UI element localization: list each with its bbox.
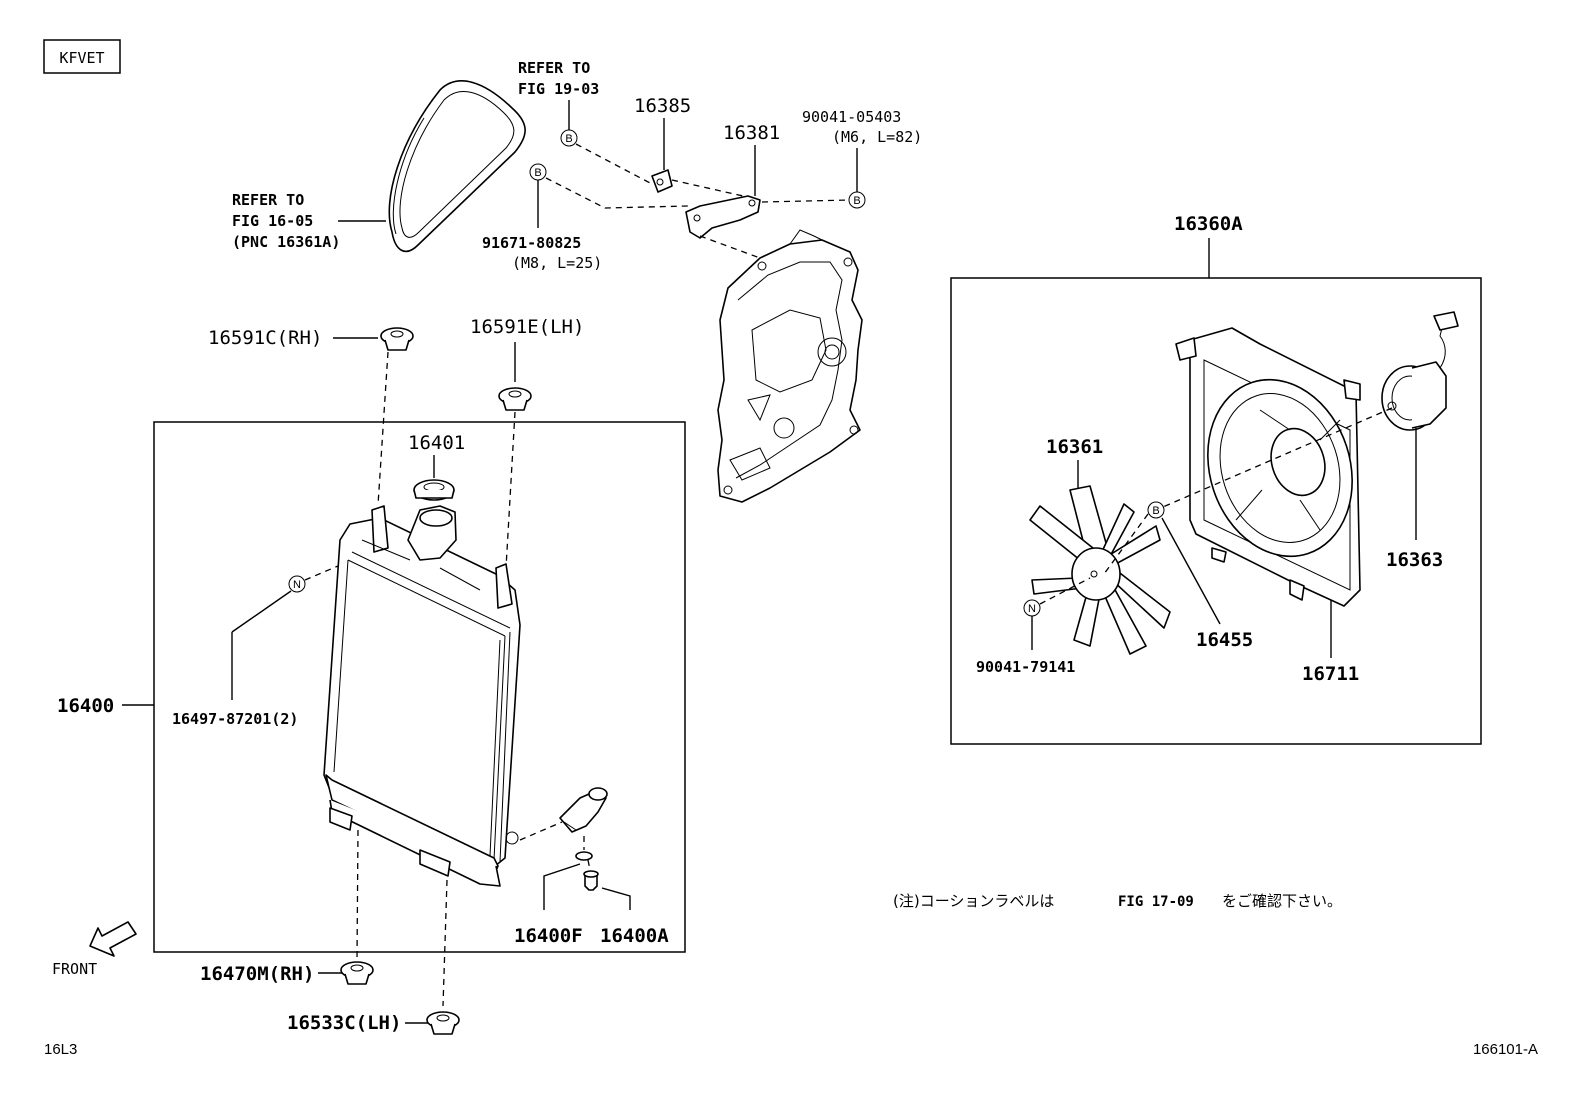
label-16401: 16401 <box>408 432 465 454</box>
refer-fig1605-line1: REFER TO <box>232 191 304 209</box>
figure-code: 166101-A <box>1473 1041 1538 1058</box>
svg-text:N: N <box>1028 603 1036 615</box>
svg-text:B: B <box>1152 505 1159 517</box>
cushion-16470m-part <box>340 961 374 985</box>
label-16360a: 16360A <box>1174 213 1243 235</box>
label-16591c: 16591C(RH) <box>208 327 322 349</box>
label-90041-05403: 90041-05403 <box>802 108 901 126</box>
engine-tag-text: KFVET <box>59 49 104 67</box>
drain-cock-16400f-part <box>559 787 608 833</box>
fan-motor-16363-part <box>1381 311 1459 431</box>
fan-group-box <box>950 277 1482 745</box>
marker-b-refer: B <box>560 129 578 147</box>
label-16363: 16363 <box>1386 549 1443 571</box>
svg-text:B: B <box>853 195 860 207</box>
label-16400a: 16400A <box>600 925 669 947</box>
marker-n-fan: N <box>1023 599 1041 617</box>
clip-16385-part <box>651 169 673 193</box>
engine-tag: KFVET <box>43 39 121 74</box>
label-16400f: 16400F <box>514 925 583 947</box>
plug-16400a-part <box>583 870 599 891</box>
label-16533c: 16533C(LH) <box>287 1012 401 1034</box>
label-90041-79141: 90041-79141 <box>976 658 1075 676</box>
label-16361: 16361 <box>1046 436 1103 458</box>
fan-shroud-16711-part <box>1175 327 1361 607</box>
cushion-16591c-part <box>380 327 414 351</box>
radiator-group-box <box>153 421 686 953</box>
marker-n-radiator: N <box>288 575 306 593</box>
front-arrow-icon <box>89 921 137 957</box>
refer-fig1903-line1: REFER TO <box>518 59 590 77</box>
cushion-16533c-part <box>426 1011 460 1035</box>
marker-b-fan: B <box>1147 501 1165 519</box>
refer-fig1903-line2: FIG 19-03 <box>518 80 599 98</box>
label-16385: 16385 <box>634 95 691 117</box>
label-16400: 16400 <box>57 695 114 717</box>
label-16497-87201: 16497-87201(2) <box>172 710 298 728</box>
label-16381: 16381 <box>723 122 780 144</box>
o-ring-16400f-part <box>575 851 593 861</box>
label-91671-80825-spec: (M8, L=25) <box>512 254 602 272</box>
refer-fig1605-line2: FIG 16-05 <box>232 212 313 230</box>
bracket-16381-part <box>685 195 761 239</box>
fan-16361-part <box>1029 485 1171 655</box>
label-16470m: 16470M(RH) <box>200 963 314 985</box>
refer-fig1605-line3: (PNC 16361A) <box>232 233 340 251</box>
svg-text:B: B <box>565 133 572 145</box>
cushion-16591e-part <box>498 387 532 411</box>
label-91671-80825: 91671-80825 <box>482 234 581 252</box>
v-belt-part <box>388 80 526 253</box>
label-16591e: 16591E(LH) <box>470 316 584 338</box>
svg-text:N: N <box>293 579 301 591</box>
label-16455: 16455 <box>1196 629 1253 651</box>
caution-note: (注)コーションラベルは FIG 17-09 をご確認下さい。 <box>893 892 1342 910</box>
marker-b-bolt2: B <box>529 163 547 181</box>
marker-b-bolt: B <box>848 191 866 209</box>
svg-text:B: B <box>534 167 541 179</box>
note-fig: FIG 17-09 <box>1118 894 1194 910</box>
note-prefix: (注)コーションラベルは <box>893 892 1054 910</box>
radiator-16400-part <box>323 505 521 887</box>
front-label: FRONT <box>52 960 97 978</box>
cap-16401-part <box>413 479 455 501</box>
timing-cover-part <box>717 229 863 503</box>
label-16711: 16711 <box>1302 663 1359 685</box>
page-code: 16L3 <box>44 1041 77 1058</box>
note-suffix: をご確認下さい。 <box>1222 892 1342 910</box>
label-90041-05403-spec: (M6, L=82) <box>832 128 922 146</box>
